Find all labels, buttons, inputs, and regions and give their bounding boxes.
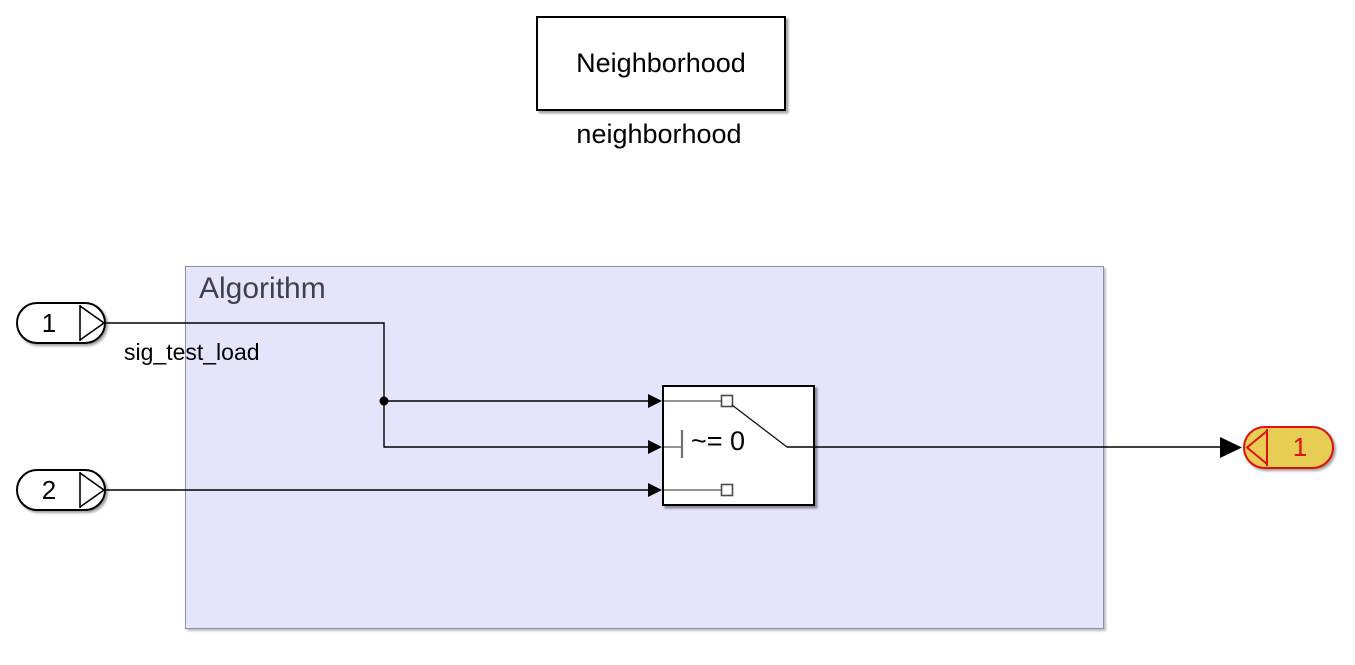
inport-1-block[interactable]: 1 [16, 302, 106, 344]
neighborhood-annotation[interactable]: neighborhood [576, 119, 742, 149]
neighborhood-block-label: Neighborhood [576, 48, 746, 78]
outport-1-number: 1 [1292, 431, 1308, 462]
algorithm-area-label: Algorithm [199, 272, 326, 305]
switch-criteria-label: ~= 0 [691, 426, 746, 456]
inport-2-block[interactable]: 2 [16, 469, 106, 511]
neighborhood-block[interactable]: Neighborhood [536, 16, 786, 111]
inport-2-number: 2 [41, 474, 57, 505]
inport-1-number: 1 [41, 307, 57, 338]
signal-name-label[interactable]: sig_test_load [124, 339, 260, 365]
outport-1-block[interactable]: 1 [1243, 426, 1334, 469]
algorithm-area[interactable]: Algorithm [185, 266, 1104, 629]
arrowhead-outport [1220, 437, 1242, 458]
